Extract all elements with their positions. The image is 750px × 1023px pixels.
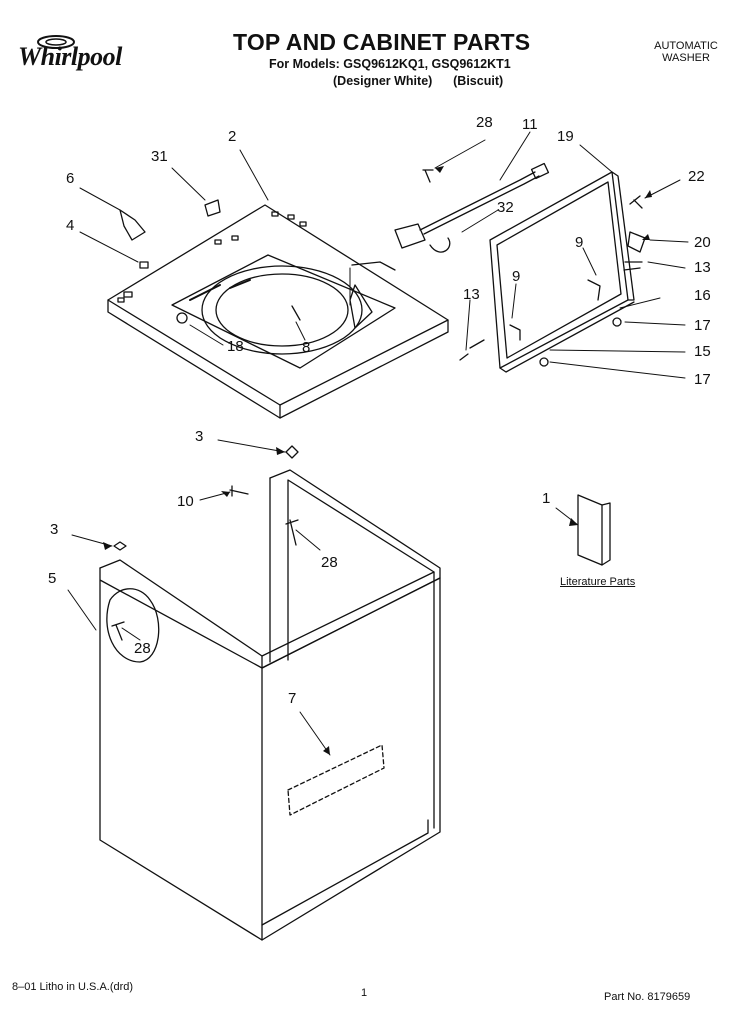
callout-19: 19 <box>557 128 574 145</box>
callout-17-upper: 17 <box>694 317 711 334</box>
callout-16: 16 <box>694 287 711 304</box>
callout-10: 10 <box>177 493 194 510</box>
callout-32: 32 <box>497 199 514 216</box>
callout-1: 1 <box>542 490 551 507</box>
callout-9-lower: 9 <box>512 268 521 285</box>
callout-20: 20 <box>694 234 711 251</box>
leader-lines <box>67 131 689 756</box>
lid <box>489 171 635 373</box>
callout-22: 22 <box>688 168 705 185</box>
callout-13-right: 13 <box>694 259 711 276</box>
callout-17-lower: 17 <box>694 371 711 388</box>
top-panel <box>107 204 449 419</box>
brand-wordmark: Whirlpool <box>18 42 122 71</box>
callout-28-frame: 28 <box>321 554 338 571</box>
print-info: 8–01 Litho in U.S.A.(drd) <box>12 981 134 993</box>
product-type: AUTOMATIC WASHER <box>646 40 726 64</box>
product-type-line1: AUTOMATIC <box>654 40 718 52</box>
callout-7: 7 <box>288 690 297 707</box>
page-title: TOP AND CABINET PARTS <box>233 29 531 55</box>
callout-18: 18 <box>227 338 244 355</box>
whirlpool-logo: Whirlpool <box>12 28 162 72</box>
wire-harness <box>351 162 550 271</box>
literature-parts-label: Literature Parts <box>560 576 636 588</box>
callout-3-upper: 3 <box>195 428 204 445</box>
logo-swoosh-icon <box>37 35 75 49</box>
callout-11: 11 <box>522 116 538 133</box>
hardware-parts <box>111 169 646 641</box>
callout-15: 15 <box>694 343 711 360</box>
models-line: For Models: GSQ9612KQ1, GSQ9612KT1 <box>269 57 511 71</box>
callout-6: 6 <box>66 170 75 187</box>
variants-line: (Designer White) (Biscuit) <box>333 74 504 88</box>
callout-3-lower: 3 <box>50 521 59 538</box>
cabinet <box>99 469 611 941</box>
page-number: 1 <box>361 987 368 999</box>
callout-31: 31 <box>151 148 168 165</box>
callout-9-upper: 9 <box>575 234 584 251</box>
callout-13-left: 13 <box>463 286 480 303</box>
callout-2: 2 <box>228 128 237 145</box>
product-type-line2: WASHER <box>662 52 710 64</box>
callout-28-cabinet: 28 <box>134 640 151 657</box>
callout-8: 8 <box>302 339 311 356</box>
part-number: Part No. 8179659 <box>604 991 691 1003</box>
callout-4: 4 <box>66 217 75 234</box>
callout-5: 5 <box>48 570 57 587</box>
callout-28: 28 <box>476 114 493 131</box>
